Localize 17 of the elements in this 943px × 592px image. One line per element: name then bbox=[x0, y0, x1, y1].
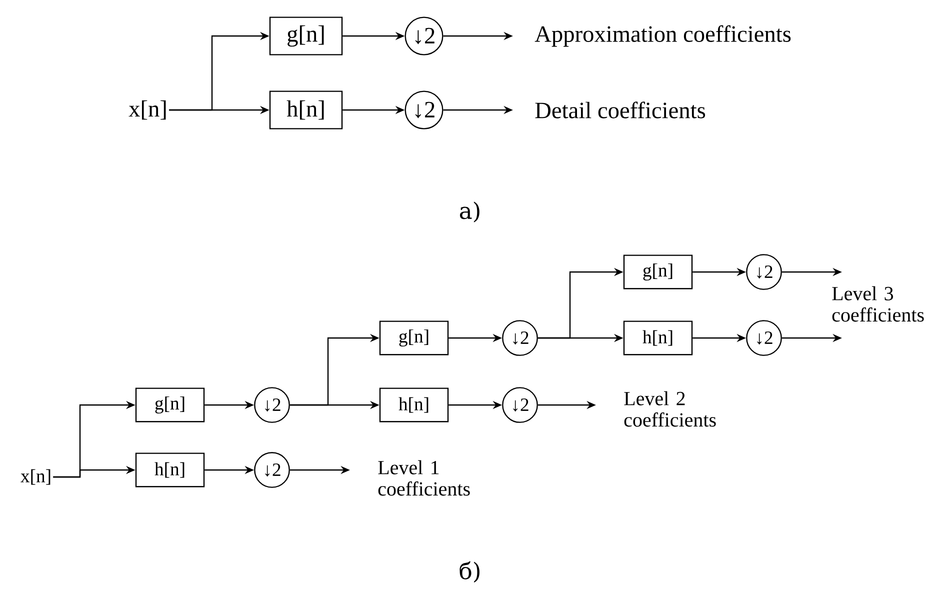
signal-label: x[n] bbox=[128, 100, 166, 120]
filter-box: g[n] bbox=[135, 388, 205, 422]
filter-box: h[n] bbox=[379, 388, 449, 422]
filter-box: g[n] bbox=[379, 320, 449, 356]
output-label: Level 1 coefficients bbox=[378, 460, 470, 496]
filter-box: h[n] bbox=[623, 320, 693, 356]
output-label: Approximation coefficients bbox=[534, 25, 791, 47]
panel-label: a) bbox=[460, 202, 480, 222]
filter-box: g[n] bbox=[269, 16, 343, 56]
output-label: Level 3 coefficients bbox=[832, 286, 924, 322]
signal-label: x[n] bbox=[20, 469, 50, 485]
filter-box: h[n] bbox=[135, 452, 205, 488]
output-label: Detail coefficients bbox=[535, 102, 706, 118]
filter-box: h[n] bbox=[269, 90, 343, 130]
filter-box: g[n] bbox=[623, 254, 693, 290]
panel-label: б) bbox=[460, 561, 480, 583]
output-label: Level 2 coefficients bbox=[624, 391, 716, 427]
